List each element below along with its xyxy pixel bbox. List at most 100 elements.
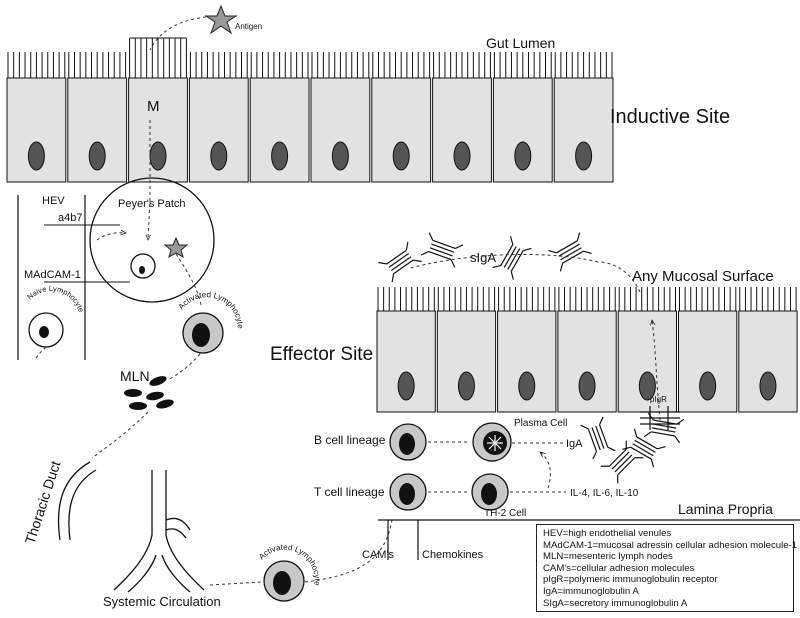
naive-exit-path	[33, 346, 47, 361]
nucleus	[88, 141, 106, 171]
nucleus	[139, 266, 145, 274]
iga-label: IgA	[566, 438, 583, 450]
lamina-propria-label: Lamina Propria	[678, 501, 773, 517]
siga-spread-path	[409, 253, 599, 269]
transcytosis-arrow	[652, 320, 661, 421]
antibody-molecule	[420, 232, 464, 268]
b-cell-lineage-label: B cell lineage	[314, 433, 386, 447]
naive-lymphocyte-in-patch	[130, 253, 156, 279]
epithelial-cell	[249, 52, 310, 183]
chemokines-label: Chemokines	[422, 549, 484, 561]
nucleus	[638, 371, 656, 401]
nucleus	[518, 371, 536, 401]
antigen-in-patch-star	[163, 236, 189, 259]
epithelial-cell	[188, 52, 249, 183]
antibody-molecule	[378, 241, 422, 283]
m-cell-label: M	[147, 98, 160, 115]
legend-item: CAM's=cellular adhesion molecules	[543, 562, 695, 574]
nucleus	[575, 141, 593, 171]
legend-item: IgA=immunoglobulin A	[543, 585, 639, 597]
naive-lymphocyte-label: Naive Lymphocyte	[25, 284, 86, 313]
nucleus	[453, 141, 471, 171]
cams-label: CAM's	[362, 549, 395, 561]
siga-release-path	[597, 261, 641, 293]
epithelial-cell	[67, 52, 128, 183]
epithelial-cell	[436, 287, 497, 413]
plasma-cell-chromatin	[487, 435, 503, 451]
nucleus	[514, 141, 532, 171]
nucleus	[759, 371, 777, 401]
epithelial-cell	[497, 287, 557, 413]
antibody-molecule	[622, 428, 666, 468]
cytokine-help-arrow	[540, 452, 551, 489]
nucleus	[39, 326, 49, 338]
effector-epithelium	[376, 287, 798, 413]
epithelial-cell	[678, 287, 738, 413]
epithelial-cell	[553, 52, 614, 183]
th2-cell-label: TH-2 Cell	[484, 508, 526, 519]
mln-to-duct-path	[91, 411, 149, 459]
nucleus	[192, 323, 210, 347]
nucleus	[331, 141, 349, 171]
epithelial-cell	[310, 52, 371, 183]
antigen-path	[149, 16, 207, 51]
systemic-circulation-vessels	[113, 470, 205, 593]
legend-item: pIgR=polymeric immunoglobulin receptor	[543, 574, 718, 586]
nucleus	[273, 571, 291, 595]
legend-item: SIgA=secretory immunoglobulin A	[543, 597, 688, 609]
nucleus	[399, 433, 415, 455]
antibody-molecule	[580, 416, 616, 460]
legend-item: HEV=high endothelial venules	[543, 528, 672, 539]
madcam-label: MAdCAM-1	[24, 269, 81, 281]
peyers-patch	[89, 177, 215, 303]
nucleus	[699, 371, 717, 401]
epithelial-cell	[6, 52, 67, 183]
nucleus	[27, 141, 45, 171]
antigen-label: Antigen	[235, 22, 262, 31]
hev-label: HEV	[42, 195, 65, 207]
thoracic-duct-outer	[57, 461, 91, 541]
peyers-patch-label: Peyer's Patch	[118, 198, 186, 210]
inductive-epithelium	[6, 37, 614, 183]
systemic-circulation-label: Systemic Circulation	[103, 594, 221, 609]
plasma-cell-label: Plasma Cell	[514, 418, 567, 429]
inductive-site-label: Inductive Site	[610, 106, 730, 128]
legend-item: MAdCAM-1=mucosal adressin cellular adhes…	[543, 539, 798, 551]
effector-site-label: Effector Site	[270, 344, 373, 365]
m-cell-transport-arrow	[148, 120, 150, 240]
nucleus	[392, 141, 410, 171]
antibody-molecule	[548, 232, 592, 272]
antibody-molecule	[643, 412, 685, 444]
t-cell-lineage-label: T cell lineage	[314, 485, 385, 499]
nucleus	[149, 141, 167, 171]
lymphocyte-homing-path	[304, 519, 393, 583]
nucleus	[457, 371, 475, 401]
to-mln-path	[167, 353, 201, 381]
homing-arrow	[96, 233, 126, 241]
nucleus	[210, 141, 228, 171]
antibody-molecule	[600, 440, 644, 484]
epithelial-cell	[432, 52, 492, 183]
epithelial-cell	[492, 52, 553, 183]
siga-label: sIgA	[470, 250, 496, 265]
cytokines-label: IL-4, IL-6, IL-10	[570, 488, 639, 499]
nucleus	[397, 371, 415, 401]
nucleus	[481, 483, 497, 505]
legend-item: MLN=mesenteric lymph nodes	[543, 551, 673, 563]
gut-lumen-label: Gut Lumen	[486, 35, 555, 51]
antigen-star	[204, 4, 238, 35]
antibody-molecule	[492, 236, 532, 280]
epithelial-cell	[738, 287, 798, 413]
abbreviation-legend: HEV=high endothelial venules MAdCAM-1=mu…	[536, 524, 798, 612]
epithelial-cell	[617, 287, 678, 413]
epithelial-cell	[557, 287, 617, 413]
nucleus	[399, 483, 415, 505]
any-mucosal-surface-label: Any Mucosal Surface	[632, 268, 774, 285]
nucleus	[271, 141, 289, 171]
epithelial-cell	[376, 287, 436, 413]
mln-label: MLN	[120, 368, 150, 384]
circulation-to-lymphocyte-path	[209, 581, 263, 586]
mesenteric-lymph-nodes	[124, 376, 174, 410]
epithelial-cell	[371, 52, 432, 183]
